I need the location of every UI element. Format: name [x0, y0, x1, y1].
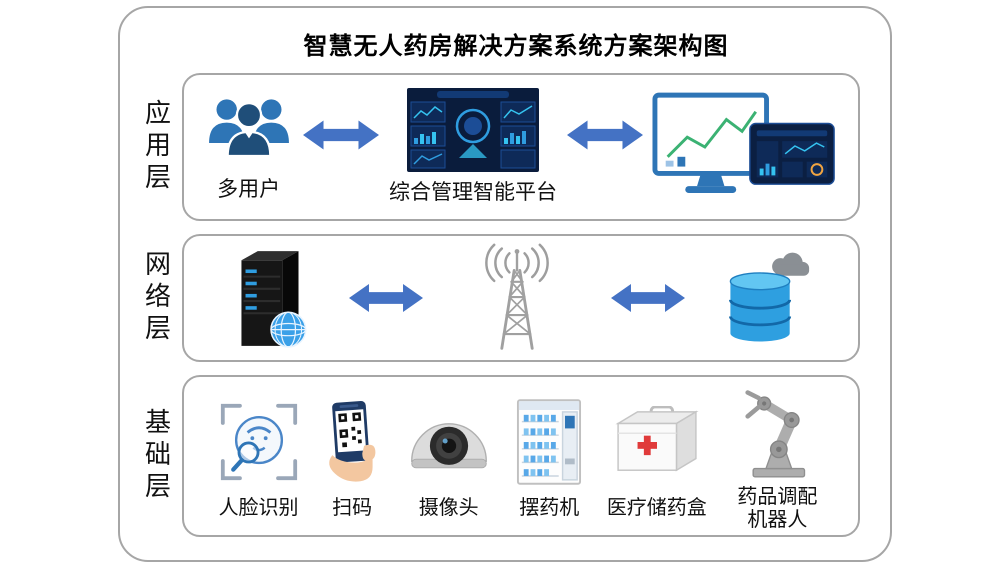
- double-arrow-icon: [611, 281, 686, 315]
- management-platform-caption: 综合管理智能平台: [388, 181, 557, 204]
- server-item: [231, 244, 311, 352]
- face-recognition-icon: [219, 392, 299, 492]
- application-layer-box: 多用户: [182, 73, 860, 221]
- scan-code-caption: 扫码: [332, 497, 373, 519]
- network-layer-box: [182, 234, 860, 362]
- base-layer-row: 基础层: [132, 375, 860, 537]
- base-layer-label: 基础层: [141, 408, 172, 504]
- management-platform-item: 综合管理智能平台: [389, 88, 557, 206]
- medicine-dispenser-item: 摆药机: [516, 392, 582, 520]
- medical-storage-box-icon: [611, 392, 703, 492]
- cloud-database-item: [723, 250, 811, 346]
- monitor-dashboard-icon: [652, 92, 838, 202]
- diagram-frame: 智慧无人药房解决方案系统方案架构图 应用层: [118, 6, 892, 562]
- medical-storage-box-item: 医疗储药盒: [607, 392, 707, 520]
- camera-item: 摄像头: [406, 392, 492, 520]
- scan-code-icon: [323, 392, 381, 492]
- management-platform-icon: [406, 88, 539, 172]
- monitor-dashboard-item: [652, 92, 838, 202]
- server-icon: [231, 244, 311, 352]
- application-layer-label: 应用层: [141, 99, 172, 195]
- camera-caption: 摄像头: [418, 497, 479, 519]
- dispensing-robot-icon: [733, 381, 821, 481]
- double-arrow-icon: [348, 281, 423, 315]
- scan-code-item: 扫码: [323, 392, 381, 520]
- face-recognition-item: 人脸识别: [219, 392, 299, 520]
- dispensing-robot-item: 药品调配机器人: [731, 381, 823, 532]
- medical-storage-box-caption: 医疗储药盒: [606, 497, 707, 519]
- multi-user-caption: 多用户: [217, 178, 281, 201]
- base-layer-box: 人脸识别: [182, 375, 860, 537]
- signal-tower-icon: [460, 242, 574, 354]
- medicine-dispenser-caption: 摆药机: [519, 497, 580, 519]
- cloud-database-icon: [723, 250, 811, 346]
- face-recognition-caption: 人脸识别: [218, 497, 299, 519]
- signal-tower-item: [460, 242, 574, 354]
- double-arrow-icon: [303, 118, 380, 152]
- medicine-dispenser-icon: [516, 392, 582, 492]
- network-layer-label: 网络层: [141, 250, 172, 346]
- diagram-title: 智慧无人药房解决方案系统方案架构图: [303, 33, 729, 60]
- application-layer-row: 应用层: [132, 73, 860, 221]
- multi-user-icon: [204, 91, 294, 169]
- camera-icon: [406, 392, 492, 492]
- double-arrow-icon: [566, 118, 643, 152]
- network-layer-row: 网络层: [132, 234, 860, 362]
- multi-user-item: 多用户: [204, 91, 294, 203]
- dispensing-robot-caption: 药品调配机器人: [737, 485, 818, 531]
